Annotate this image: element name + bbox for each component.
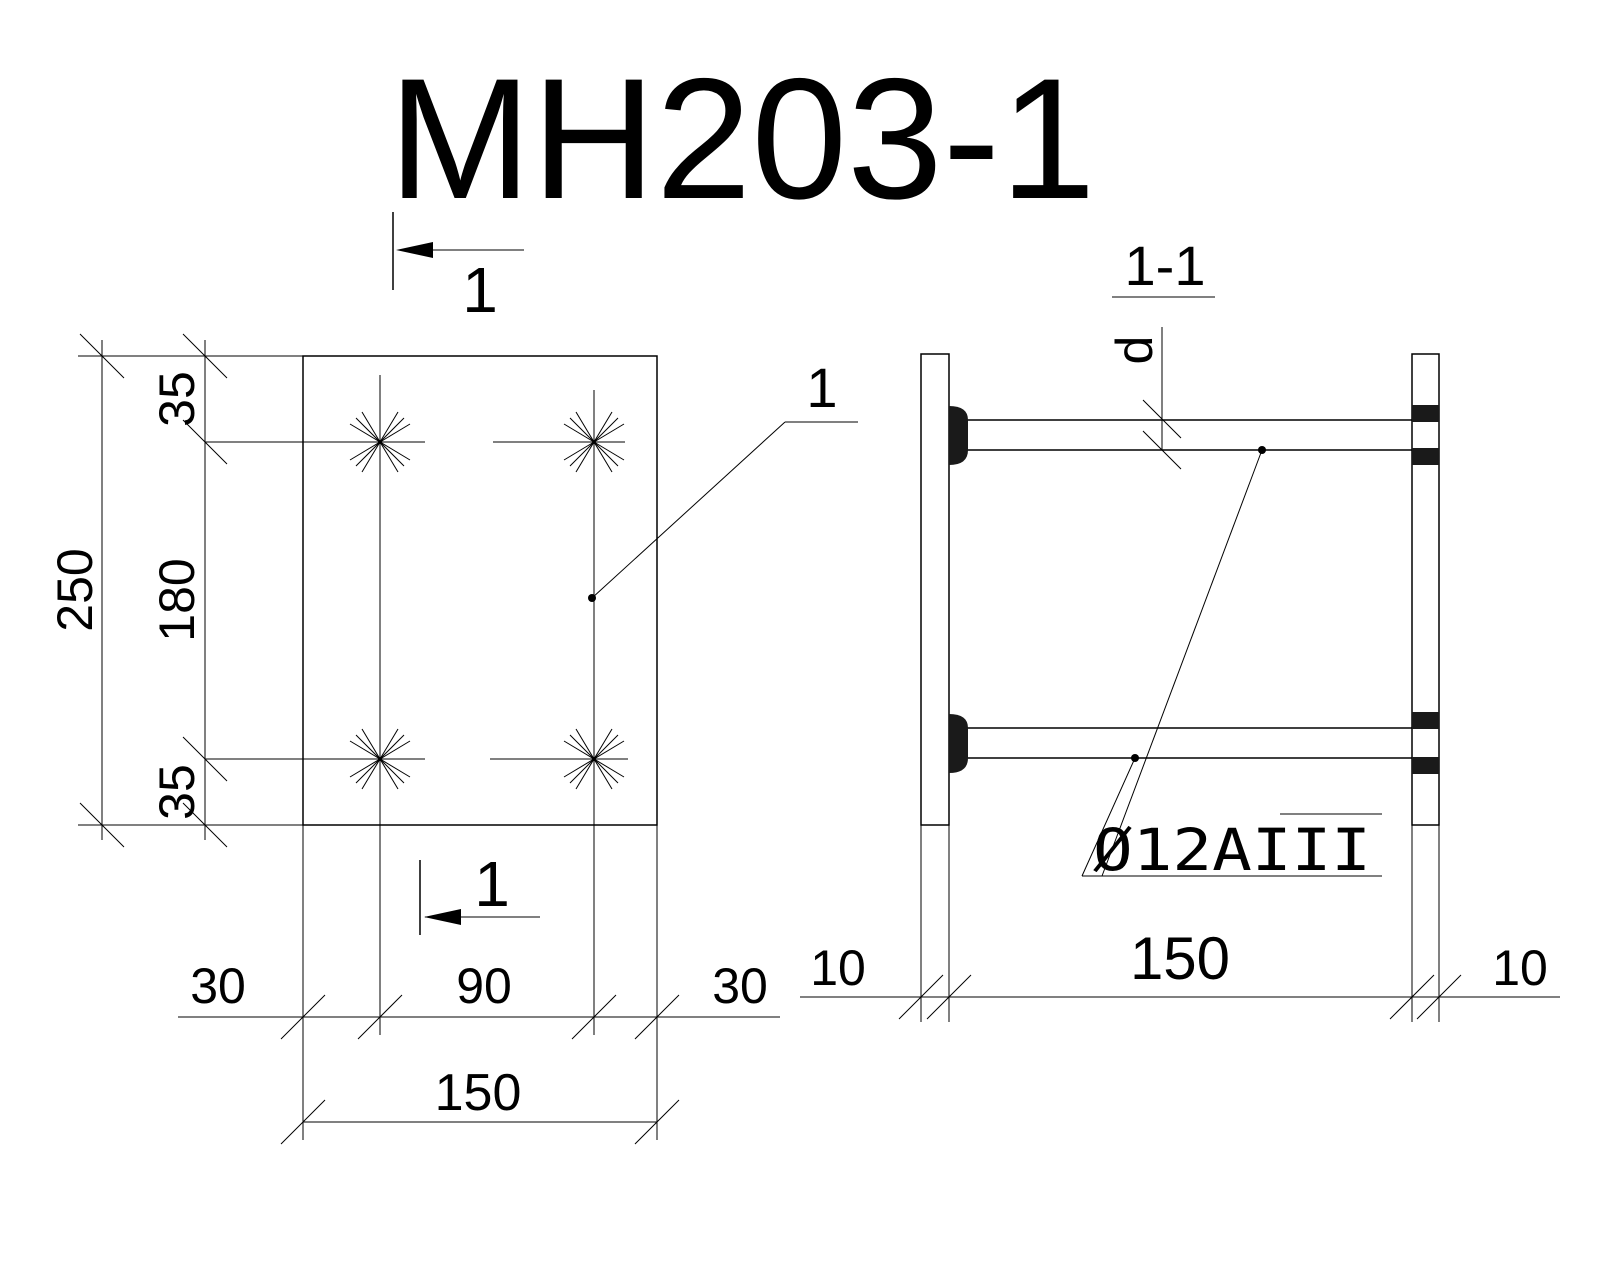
dim-left-chain-line [182, 333, 228, 848]
stud-anchor-top-left [349, 411, 411, 473]
section-mark-bottom-label: 1 [474, 848, 510, 920]
section-title: 1-1 [1125, 234, 1206, 297]
section-mark-top [392, 212, 524, 290]
stud-anchor-bottom-left [349, 728, 411, 790]
section-dim-left: 10 [810, 940, 866, 996]
rebar-bottom [949, 712, 1439, 774]
section-dim-right: 10 [1492, 940, 1548, 996]
rebar-top [949, 405, 1439, 465]
rebar-label: Ø12AIII [1093, 816, 1371, 884]
plate-leader [588, 421, 858, 602]
front-plate [920, 353, 950, 826]
section-dim-middle: 150 [1130, 925, 1230, 992]
dim-left-top: 35 [149, 371, 205, 427]
dim-bottom-right: 30 [712, 958, 768, 1014]
plate-leader-label: 1 [806, 356, 837, 419]
section-mark-top-label: 1 [462, 254, 498, 326]
thickness-label: d [1106, 336, 1164, 365]
dim-left-middle: 180 [149, 558, 205, 641]
embedded-plate-outline [302, 355, 658, 826]
section-dimension-line [800, 974, 1560, 1020]
drawing-title: MH203-1 [388, 43, 1095, 235]
plan-view: 1 1 1 250 [47, 212, 858, 1145]
dim-bottom-total: 150 [435, 1064, 522, 1122]
dim-left-total: 250 [47, 548, 103, 631]
dim-bottom-middle: 90 [456, 958, 512, 1014]
dim-bottom-left: 30 [190, 958, 246, 1014]
dim-left-bottom: 35 [149, 764, 205, 820]
stud-anchor-bottom-right [563, 728, 625, 790]
dim-bottom-chain-line [178, 825, 780, 1140]
stud-anchor-top-right [563, 411, 625, 473]
section-view: 1-1 [800, 234, 1560, 1022]
dim-bottom-total-line [280, 1099, 680, 1145]
back-plate [1411, 353, 1440, 826]
dim-left-total-line [78, 333, 303, 848]
section-mark-bottom [419, 860, 540, 935]
thickness-dimension [1142, 327, 1182, 470]
rebar-leader [1081, 446, 1382, 877]
